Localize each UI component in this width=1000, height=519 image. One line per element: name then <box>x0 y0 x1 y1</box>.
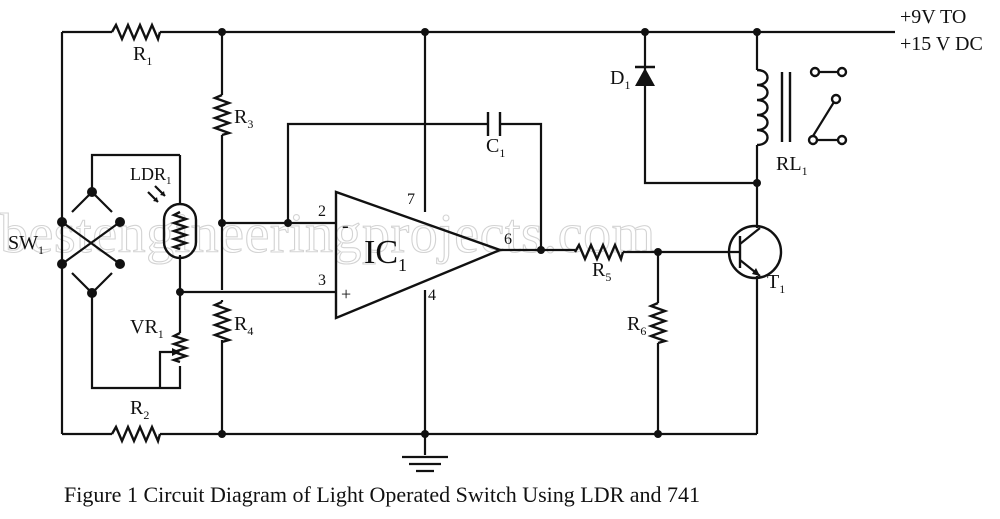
supply-label-line1: +9V TO <box>900 6 966 28</box>
transistor-t1 <box>727 224 783 280</box>
capacitor-c1 <box>486 112 502 136</box>
ldr-1 <box>147 185 198 260</box>
relay-contacts <box>807 66 848 146</box>
ground-symbol <box>402 434 448 473</box>
resistor-r3 <box>211 93 233 137</box>
relay-coil-wire <box>643 32 759 185</box>
label-c1: C1 <box>486 135 505 160</box>
supply-label-line2: +15 V DC <box>900 33 983 55</box>
noninverting-input-sign: + <box>341 284 351 304</box>
label-t1: T1 <box>767 271 785 296</box>
junction-dots <box>176 28 761 438</box>
label-r4: R4 <box>234 313 253 338</box>
pin-2-label: 2 <box>318 203 326 220</box>
resistor-r2 <box>110 423 162 445</box>
resistor-r4 <box>211 300 233 344</box>
label-r1: R1 <box>133 43 152 68</box>
resistor-r6 <box>647 301 669 345</box>
resistor-r1 <box>110 21 162 43</box>
label-r3: R3 <box>234 106 253 131</box>
feedback-wire <box>286 122 543 250</box>
label-ic1: IC1 <box>364 234 407 275</box>
pin-6-label: 6 <box>504 231 512 248</box>
label-r6: R6 <box>627 313 646 338</box>
label-r5: R5 <box>592 259 611 284</box>
label-d1: D1 <box>610 67 630 92</box>
pin-7-label: 7 <box>407 191 415 208</box>
label-rl1: RL1 <box>776 153 808 178</box>
watermark: bestengineeringprojects.com <box>0 203 656 265</box>
label-vr1: VR1 <box>130 316 164 341</box>
label-r2: R2 <box>130 397 149 422</box>
ldr-top-wire <box>90 153 180 192</box>
inverting-input-sign: - <box>342 215 349 237</box>
switch-sw1 <box>57 187 125 298</box>
label-sw1: SW1 <box>8 232 44 257</box>
resistor-r5 <box>573 241 625 263</box>
diode-d1 <box>635 65 655 86</box>
figure-caption: Figure 1 Circuit Diagram of Light Operat… <box>64 482 700 507</box>
relay-coil <box>756 68 792 147</box>
pin-4-label: 4 <box>428 287 436 304</box>
pin-3-label: 3 <box>318 272 326 289</box>
opamp-ic1 <box>334 190 504 320</box>
potentiometer-vr1 <box>158 331 190 388</box>
label-ldr1: LDR1 <box>130 164 172 187</box>
